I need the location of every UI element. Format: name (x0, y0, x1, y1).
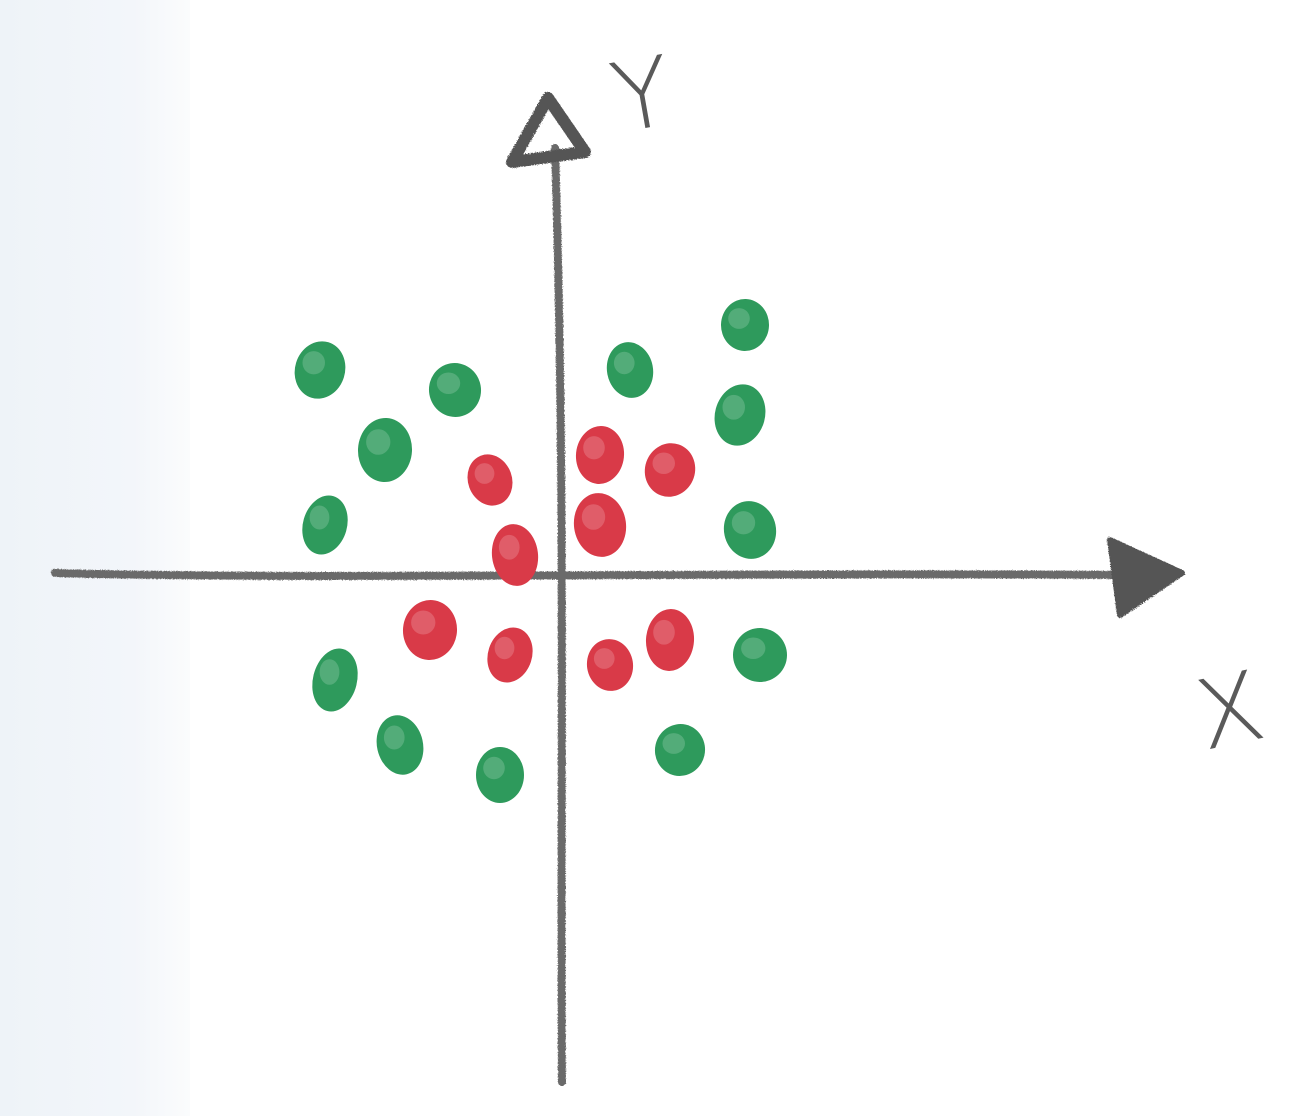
red-data-point (467, 454, 513, 506)
data-point-highlight (474, 463, 495, 484)
green-data-point (357, 418, 413, 482)
green-data-point (714, 384, 766, 446)
data-point-highlight (383, 725, 405, 750)
green-data-point (654, 724, 706, 776)
x-axis-arrowhead (1107, 537, 1185, 618)
x-axis-line (51, 569, 1154, 580)
data-point-highlight (309, 505, 330, 530)
green-data-point (606, 342, 654, 398)
green-data-point (302, 495, 348, 555)
data-point-highlight (653, 619, 675, 645)
red-data-point (487, 627, 533, 683)
red-data-point (644, 443, 696, 497)
green-data-point (723, 501, 777, 559)
data-point-highlight (411, 610, 436, 635)
data-point-highlight (741, 637, 766, 660)
data-point-highlight (494, 636, 515, 660)
data-points (294, 299, 787, 803)
red-data-point (491, 524, 539, 586)
green-data-point (733, 628, 787, 682)
data-point-highlight (662, 733, 685, 754)
data-point-highlight (652, 452, 675, 475)
y-axis-arrowhead (506, 92, 591, 168)
x-axis-label: X (1186, 649, 1274, 772)
green-data-point (312, 648, 358, 712)
red-data-point (402, 600, 458, 660)
data-point-highlight (583, 436, 605, 460)
red-data-point (645, 609, 695, 671)
y-axis-line (551, 144, 566, 1086)
data-point-highlight (436, 372, 461, 395)
green-data-point (428, 363, 482, 417)
y-axis-label: Y (603, 35, 680, 155)
data-point-highlight (613, 351, 635, 375)
red-data-point (575, 426, 625, 484)
red-data-point (573, 493, 627, 557)
data-point-highlight (319, 659, 340, 685)
green-data-point (476, 747, 524, 803)
data-point-highlight (483, 756, 505, 780)
green-data-point (294, 341, 346, 399)
green-data-point (720, 299, 770, 351)
data-point-highlight (731, 511, 756, 535)
data-point-highlight (366, 429, 391, 455)
data-point-highlight (302, 351, 325, 375)
data-point-highlight (498, 534, 520, 560)
scan-edge (0, 0, 190, 1116)
data-point-highlight (581, 504, 606, 530)
data-point-highlight (728, 308, 750, 329)
red-data-point (586, 639, 634, 691)
data-point-highlight (722, 394, 745, 420)
data-point-highlight (593, 648, 615, 669)
green-data-point (376, 715, 424, 775)
